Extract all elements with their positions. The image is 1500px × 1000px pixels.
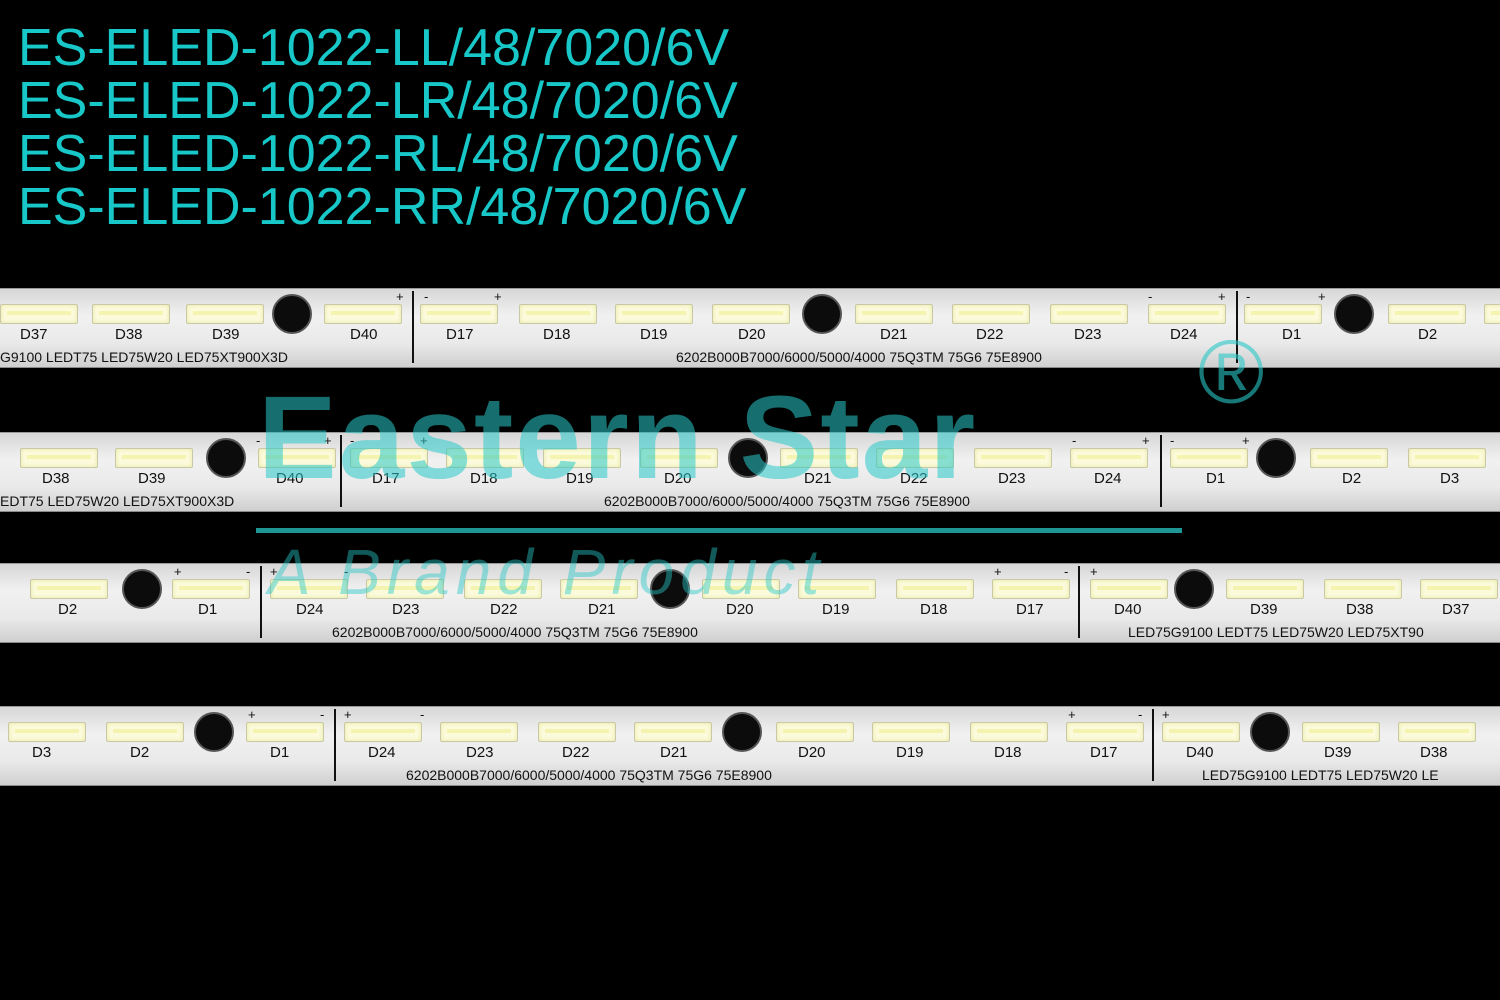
led-label: D20 <box>726 601 754 618</box>
mounting-hole <box>272 294 312 334</box>
led-label: D24 <box>296 601 324 618</box>
mounting-hole <box>122 569 162 609</box>
title-block: ES-ELED-1022-LL/48/7020/6V ES-ELED-1022-… <box>18 22 746 234</box>
led-label: D17 <box>1090 744 1118 761</box>
led-label: D21 <box>588 601 616 618</box>
part-info: 6202B000B7000/6000/5000/4000 75Q3TM 75G6… <box>406 767 772 783</box>
mounting-hole <box>1250 712 1290 752</box>
mounting-hole <box>194 712 234 752</box>
part-info: G9100 LEDT75 LED75W20 LED75XT900X3D <box>0 349 288 365</box>
watermark-brand: Eastern Star <box>258 372 978 504</box>
led-label: D24 <box>1170 326 1198 343</box>
led-label: D1 <box>1206 470 1226 487</box>
watermark-tagline: A Brand Product <box>268 536 826 608</box>
led-label: D2 <box>1418 326 1438 343</box>
mounting-hole <box>802 294 842 334</box>
led-label: D39 <box>1324 744 1352 761</box>
led-label: D20 <box>664 470 692 487</box>
led-label: D2 <box>1342 470 1362 487</box>
led-label: D39 <box>138 470 166 487</box>
led-label: D17 <box>372 470 400 487</box>
led-label: D1 <box>198 601 218 618</box>
mounting-hole <box>728 438 768 478</box>
led-strip-3: + - + - + - + D2 D1 D24 D23 D22 D21 D20 … <box>0 563 1500 643</box>
led-label: D22 <box>490 601 518 618</box>
led-label: D38 <box>1346 601 1374 618</box>
led-label: D20 <box>798 744 826 761</box>
led-label: D23 <box>998 470 1026 487</box>
led-label: D21 <box>804 470 832 487</box>
led-label: D38 <box>42 470 70 487</box>
led-label: D2 <box>130 744 150 761</box>
led-label: D19 <box>566 470 594 487</box>
led-label: D38 <box>1420 744 1448 761</box>
led-label: D18 <box>543 326 571 343</box>
led-label: D18 <box>470 470 498 487</box>
led-label: D22 <box>976 326 1004 343</box>
led-strip-2: - + - + - + - + D38 D39 D40 D17 D18 D19 … <box>0 432 1500 512</box>
led-label: D40 <box>350 326 378 343</box>
led-strip-1: + - + - + - + D37 D38 D39 D40 D17 D18 D1… <box>0 288 1500 368</box>
watermark-divider <box>256 528 1182 533</box>
title-line: ES-ELED-1022-LR/48/7020/6V <box>18 72 738 130</box>
mounting-hole <box>1334 294 1374 334</box>
part-info: 6202B000B7000/6000/5000/4000 75Q3TM 75G6… <box>604 493 970 509</box>
mounting-hole <box>1256 438 1296 478</box>
part-info: LED75G9100 LEDT75 LED75W20 LE <box>1202 767 1439 783</box>
led-label: D24 <box>1094 470 1122 487</box>
title-line: ES-ELED-1022-RL/48/7020/6V <box>18 125 738 183</box>
led-label: D19 <box>896 744 924 761</box>
mounting-hole <box>722 712 762 752</box>
led-label: D40 <box>276 470 304 487</box>
led-label: D39 <box>1250 601 1278 618</box>
led-label: D23 <box>466 744 494 761</box>
led-label: D37 <box>1442 601 1470 618</box>
led-label: D18 <box>920 601 948 618</box>
part-info: EDT75 LED75W20 LED75XT900X3D <box>0 493 235 509</box>
led-label: D1 <box>270 744 290 761</box>
mounting-hole <box>1174 569 1214 609</box>
led-label: D24 <box>368 744 396 761</box>
led-label: D1 <box>1282 326 1302 343</box>
led-label: D40 <box>1186 744 1214 761</box>
mounting-hole <box>206 438 246 478</box>
led-label: D3 <box>1440 470 1460 487</box>
led-label: D17 <box>1016 601 1044 618</box>
led-label: D19 <box>640 326 668 343</box>
title-line: ES-ELED-1022-RR/48/7020/6V <box>18 178 747 236</box>
led-label: D21 <box>880 326 908 343</box>
led-label: D38 <box>115 326 143 343</box>
led-strip-4: + - + - + - + D3 D2 D1 D24 D23 D22 D21 D… <box>0 706 1500 786</box>
led-label: D3 <box>32 744 52 761</box>
led-label: D17 <box>446 326 474 343</box>
part-info: 6202B000B7000/6000/5000/4000 75Q3TM 75G6… <box>676 349 1042 365</box>
led-label: D20 <box>738 326 766 343</box>
title-line: ES-ELED-1022-LL/48/7020/6V <box>18 19 730 77</box>
led-label: D2 <box>58 601 78 618</box>
led-label: D37 <box>20 326 48 343</box>
led-label: D18 <box>994 744 1022 761</box>
led-label: D23 <box>1074 326 1102 343</box>
led-label: D19 <box>822 601 850 618</box>
part-info: 6202B000B7000/6000/5000/4000 75Q3TM 75G6… <box>332 624 698 640</box>
registered-mark: ® <box>1198 323 1265 423</box>
led-label: D21 <box>660 744 688 761</box>
part-info: LED75G9100 LEDT75 LED75W20 LED75XT90 <box>1128 624 1424 640</box>
mounting-hole <box>650 569 690 609</box>
led-label: D23 <box>392 601 420 618</box>
led-label: D22 <box>900 470 928 487</box>
led-label: D40 <box>1114 601 1142 618</box>
led-label: D22 <box>562 744 590 761</box>
led-label: D39 <box>212 326 240 343</box>
